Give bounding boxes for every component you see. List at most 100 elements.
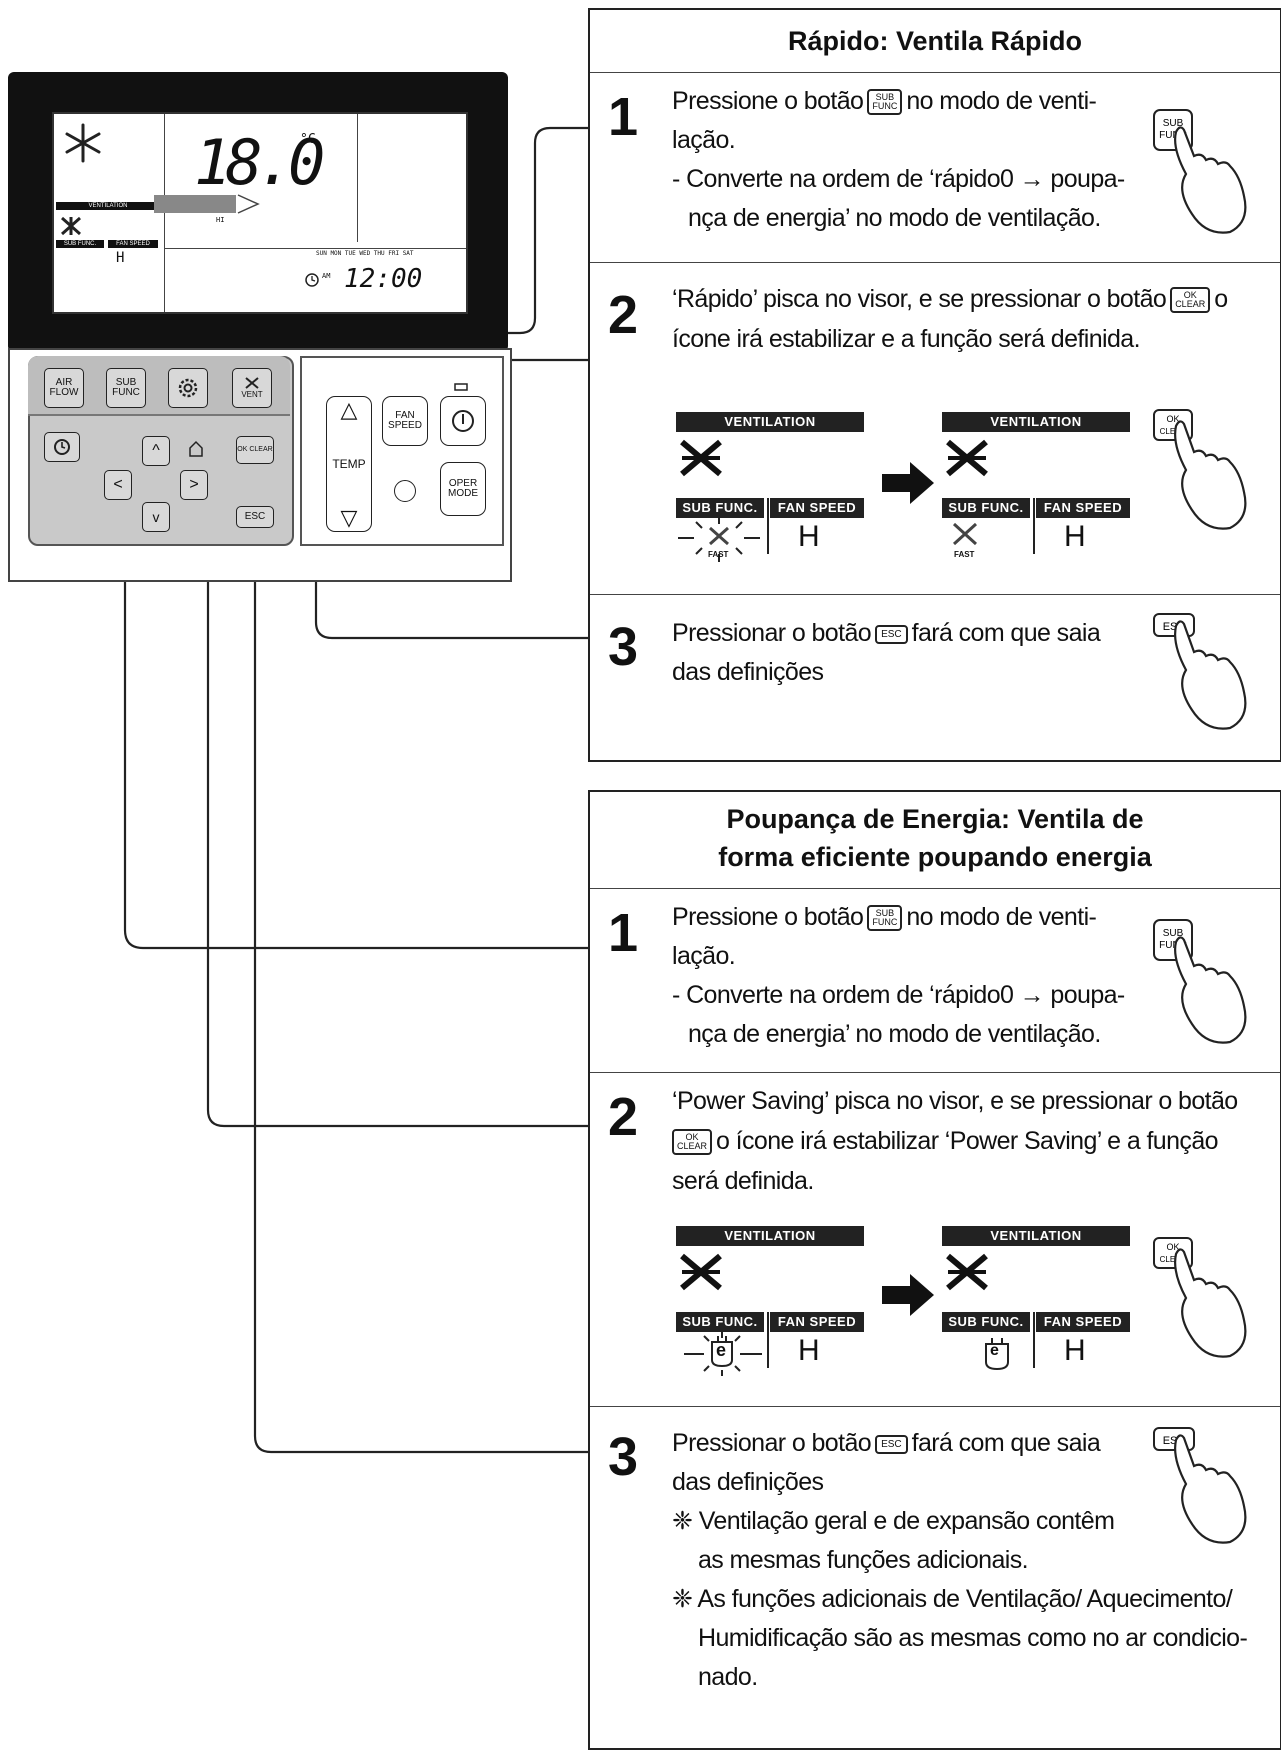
- lcd-weekdays: SUN MON TUE WED THU FRI SAT: [316, 250, 414, 257]
- esc-button[interactable]: ESC: [236, 506, 274, 528]
- demo-fast-label: FAST: [708, 550, 729, 559]
- saving-section-title-line2: forma eficiente poupando energia: [718, 842, 1152, 872]
- settings-button[interactable]: [168, 368, 208, 408]
- hand-pressing-ok-clear-icon: OK CLEAR: [1153, 1237, 1247, 1358]
- fast-step3-line2: das definições: [672, 658, 824, 686]
- temp-rocker[interactable]: △ TEMP ▽: [326, 396, 372, 532]
- fast-step3-line1-post: fará com que saia: [911, 619, 1101, 647]
- ventilation-fan-icon: [946, 439, 988, 477]
- fast-section-title: Rápido: Ventila Rápido: [787, 26, 1083, 56]
- clock-icon: [54, 439, 70, 455]
- hand-pressing-sub-func-icon: SUB FUNC: [1153, 919, 1247, 1044]
- fast-step1-line1-post: no modo de venti-: [906, 87, 1097, 115]
- saving-step3-line1-pre: Pressionar o botão: [672, 1429, 872, 1457]
- up-arrow-button[interactable]: ^: [142, 436, 170, 466]
- saving-step1-line3: - Converte na ordem de ‘rápido0 → poupa-: [672, 981, 1125, 1009]
- demo-fan-speed-value: H: [1064, 1334, 1086, 1367]
- demo-fan-speed-label: FAN SPEED: [1036, 1312, 1130, 1332]
- indicator-lamp-icon: [454, 383, 468, 391]
- power-icon: [452, 410, 474, 432]
- saving-step1-line1-post: no modo de venti-: [906, 903, 1097, 931]
- demo-sub-func-label: SUB FUNC.: [942, 1312, 1030, 1332]
- esc-key-icon: ESC: [875, 624, 908, 644]
- reset-button[interactable]: [394, 480, 416, 502]
- fast-step3-number: 3: [608, 617, 639, 677]
- hand-pressing-esc-icon: ESC: [1153, 613, 1247, 730]
- saving-step3-number: 3: [608, 1427, 639, 1487]
- saving-note2-line3: nado.: [698, 1663, 758, 1691]
- saving-demo-before: VENTILATION SUB FUNC. FAN SPEED e H: [676, 1226, 866, 1376]
- oper-mode-button[interactable]: OPER MODE: [440, 462, 486, 516]
- demo-sub-func-label: SUB FUNC.: [676, 498, 764, 518]
- saving-note2-line2: Humidificação são as mesmas como no ar c…: [698, 1624, 1248, 1652]
- lcd-ventilation-label: VENTILATION: [56, 202, 160, 210]
- saving-step3-line2: das definições: [672, 1468, 824, 1496]
- svg-text:FUNC: FUNC: [1159, 940, 1187, 951]
- svg-text:CLEAR: CLEAR: [1160, 1255, 1187, 1264]
- clock-icon: [305, 273, 319, 287]
- fast-fan-icon: [952, 522, 978, 546]
- svg-text:SUB: SUB: [1163, 118, 1184, 129]
- ventilation-fan-icon: [680, 1253, 722, 1291]
- demo-sub-func-label: SUB FUNC.: [942, 498, 1030, 518]
- saving-note1-line1: ❈ Ventilação geral e de expansão contêm: [672, 1507, 1115, 1535]
- svg-text:FUNC: FUNC: [1159, 130, 1187, 141]
- saving-step3-line1-post: fará com que saia: [911, 1429, 1101, 1457]
- demo-fan-speed-value: H: [1064, 520, 1086, 553]
- temp-up-button[interactable]: △: [340, 397, 358, 422]
- blinking-power-saving-icon: [684, 1332, 762, 1376]
- demo-ventilation-label: VENTILATION: [676, 1226, 864, 1246]
- demo-eco-label: e: [990, 1342, 999, 1359]
- fast-step1-line3: - Converte na ordem de ‘rápido0 → poupa-: [672, 165, 1125, 193]
- right-arrow-button[interactable]: >: [180, 470, 208, 500]
- esc-key-icon: ESC: [875, 1434, 908, 1454]
- demo-ventilation-label: VENTILATION: [942, 412, 1130, 432]
- saving-step1-line1-pre: Pressione o botão: [672, 903, 864, 931]
- fast-step1-line1-pre: Pressione o botão: [672, 87, 864, 115]
- fan-speed-button[interactable]: FAN SPEED: [382, 396, 428, 446]
- fast-step1-line4: nça de energia’ no modo de ventilação.: [688, 204, 1101, 232]
- temp-label: TEMP: [332, 457, 366, 471]
- svg-text:CLEAR: CLEAR: [1160, 427, 1187, 436]
- fast-step2-line1-post: o: [1214, 285, 1228, 313]
- timer-button[interactable]: [44, 432, 80, 462]
- svg-text:OK: OK: [1166, 1242, 1179, 1252]
- fast-step2-line1: ‘Rápido’ pisca no visor, e se pressionar…: [672, 280, 1228, 319]
- hand-pressing-ok-clear-icon: OK CLEAR: [1153, 409, 1247, 530]
- power-saving-icon: [985, 1338, 1009, 1371]
- demo-fan-speed-value: H: [798, 1334, 820, 1367]
- fast-step1-number: 1: [608, 87, 639, 147]
- power-button[interactable]: [440, 396, 486, 446]
- down-arrow-button[interactable]: v: [142, 502, 170, 532]
- demo-fan-speed-label: FAN SPEED: [770, 1312, 864, 1332]
- left-arrow-button[interactable]: <: [104, 470, 132, 500]
- lcd-fan-bar-label: HI: [216, 216, 225, 224]
- saving-section-title-line1: Poupança de Energia: Ventila de: [726, 804, 1144, 834]
- saving-demo-after: VENTILATION SUB FUNC. FAN SPEED e H: [942, 1226, 1132, 1376]
- ventilation-fan-icon: [61, 216, 81, 236]
- hand-pressing-esc-icon: ESC: [1153, 1427, 1247, 1544]
- ok-clear-button[interactable]: OK CLEAR: [236, 436, 274, 464]
- saving-step2-line1: ‘Power Saving’ pisca no visor, e se pres…: [672, 1087, 1238, 1115]
- ventilation-fan-icon: [680, 439, 722, 477]
- fast-step3-line1-pre: Pressionar o botão: [672, 619, 872, 647]
- saving-note1-line2: as mesmas funções adicionais.: [698, 1546, 1029, 1574]
- snowflake-icon: [65, 123, 101, 163]
- fast-step2-line2: ícone irá estabilizar e a função será de…: [672, 325, 1141, 353]
- fast-step2-line1-pre: ‘Rápido’ pisca no visor, e se pressionar…: [672, 285, 1167, 313]
- lcd-sub-func-label: SUB FUNC.: [56, 240, 104, 248]
- demo-ventilation-label: VENTILATION: [942, 1226, 1130, 1246]
- vent-button[interactable]: VENT: [232, 368, 272, 408]
- temp-down-button[interactable]: ▽: [340, 505, 358, 530]
- ventilation-fan-icon: [946, 1253, 988, 1291]
- air-flow-button[interactable]: AIR FLOW: [44, 368, 84, 408]
- sub-func-button[interactable]: SUB FUNC: [106, 368, 146, 408]
